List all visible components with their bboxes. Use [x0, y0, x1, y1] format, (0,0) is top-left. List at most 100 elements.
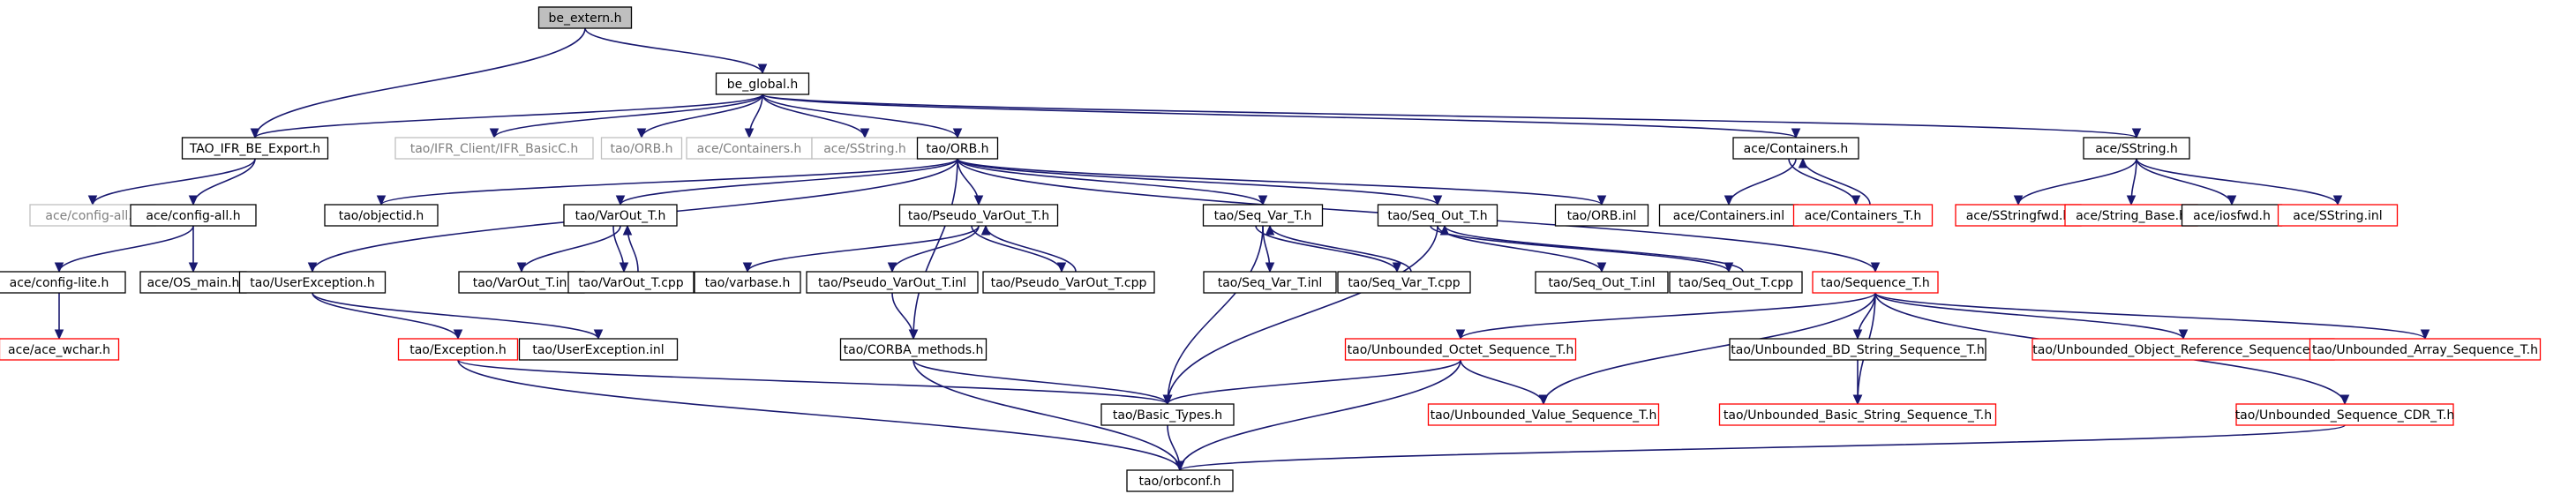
- node-box-tao_seq_var_t: [1202, 204, 1324, 227]
- node-tao_unbounded_bd_string[interactable]: tao/Unbounded_BD_String_Sequence_T.h: [1729, 338, 1986, 361]
- arrowhead-tao_seq_out_t-to-tao_seq_out_t_inl: [1596, 262, 1607, 273]
- arrowhead-tao_orb-to-tao_varout_t: [615, 195, 626, 206]
- node-label-tao_varbase: tao/varbase.h: [705, 276, 791, 290]
- node-box-tao_seq_out_t: [1377, 204, 1498, 227]
- node-ace_containers[interactable]: ace/Containers.h: [1732, 137, 1859, 160]
- edge-tao_pseudo_varout_t-to-tao_varbase: [747, 225, 980, 273]
- node-ace_config_lite[interactable]: ace/config-lite.h: [0, 271, 126, 294]
- node-box-tao_sequence_t: [1812, 271, 1939, 294]
- node-tao_varout_t_inl[interactable]: tao/VarOut_T.inl: [458, 271, 585, 294]
- node-box-tao_varbase: [694, 271, 801, 294]
- node-tao_orb_inl[interactable]: tao/ORB.inl: [1554, 204, 1649, 227]
- node-tao_unbounded_basic_string[interactable]: tao/Unbounded_Basic_String_Sequence_T.h: [1718, 403, 1997, 426]
- node-ace_ace_wchar[interactable]: ace/ace_wchar.h: [0, 338, 120, 361]
- node-tao_unbounded_array[interactable]: tao/Unbounded_Array_Sequence_T.h: [2309, 338, 2542, 361]
- node-label-ace_ace_wchar: ace/ace_wchar.h: [8, 343, 110, 357]
- arrowhead-tao_pseudo_varout_t-to-tao_pseudo_varout_t_inl: [887, 262, 897, 273]
- node-label-ace_containers_t: ace/Containers_T.h: [1805, 209, 1922, 223]
- dependency-arrowheads: [54, 64, 2430, 472]
- node-tao_userexception_inl[interactable]: tao/UserException.inl: [518, 338, 679, 361]
- node-tao_pseudo_varout_t_cpp[interactable]: tao/Pseudo_VarOut_T.cpp: [982, 271, 1155, 294]
- edge-tao_unbounded_octet-to-tao_unbounded_value: [1460, 359, 1544, 405]
- node-tao_ifr_be_export[interactable]: TAO_IFR_BE_Export.h: [181, 137, 329, 160]
- node-box-tao_corba_methods: [839, 338, 988, 361]
- node-tao_corba_methods[interactable]: tao/CORBA_methods.h: [839, 338, 988, 361]
- node-tao_objectid[interactable]: tao/objectid.h: [324, 204, 439, 227]
- node-tao_varbase[interactable]: tao/varbase.h: [694, 271, 801, 294]
- node-box-ace_config_lite: [0, 271, 126, 294]
- node-box-ace_containers_inl: [1658, 204, 1799, 227]
- edge-ace_sstring-to-ace_iosfwd: [2136, 158, 2233, 206]
- edge-tao_sequence_t-to-tao_unbounded_value: [1543, 292, 1876, 405]
- node-tao_userexception[interactable]: tao/UserException.h: [238, 271, 387, 294]
- node-ace_containers_inl[interactable]: ace/Containers.inl: [1658, 204, 1799, 227]
- node-ace_string_base[interactable]: ace/String_Base.h: [2064, 204, 2198, 227]
- node-tao_orbconf[interactable]: tao/orbconf.h: [1126, 469, 1234, 492]
- edge-ace_containers_t-to-ace_containers: [1802, 158, 1871, 206]
- node-box-tao_unbounded_octet: [1344, 338, 1577, 361]
- node-tao_seq_out_t_cpp[interactable]: tao/Seq_Out_T.cpp: [1669, 271, 1803, 294]
- edge-be_global-to-ace_sstring_plain: [762, 94, 866, 138]
- arrowhead-tao_orb-to-tao_userexception: [307, 262, 318, 273]
- node-tao_seq_out_t[interactable]: tao/Seq_Out_T.h: [1377, 204, 1498, 227]
- node-tao_seq_var_t[interactable]: tao/Seq_Var_T.h: [1202, 204, 1324, 227]
- node-ace_containers_t[interactable]: ace/Containers_T.h: [1792, 204, 1934, 227]
- node-box-tao_seq_var_t_inl: [1203, 271, 1337, 294]
- edge-tao_sequence_t-to-tao_unbounded_array: [1874, 292, 2426, 340]
- node-tao_varout_t_cpp[interactable]: tao/VarOut_T.cpp: [567, 271, 695, 294]
- arrowhead-tao_seq_out_t-to-tao_seq_out_t_cpp: [1724, 262, 1734, 273]
- node-tao_pseudo_varout_t[interactable]: tao/Pseudo_VarOut_T.h: [898, 204, 1059, 227]
- node-label-ace_sstringfwd: ace/SStringfwd.h: [1966, 209, 2071, 223]
- node-label-tao_objectid: tao/objectid.h: [339, 209, 424, 223]
- edge-be_global-to-tao_ifr_be_export: [254, 94, 763, 138]
- node-ace_os_main[interactable]: ace/OS_main.h: [139, 271, 247, 294]
- node-label-ace_config_all_ext: ace/config-all.h: [45, 209, 139, 223]
- node-tao_varout_t[interactable]: tao/VarOut_T.h: [563, 204, 678, 227]
- node-box-tao_unbounded_basic_string: [1718, 403, 1997, 426]
- node-box-ace_iosfwd: [2181, 204, 2283, 227]
- node-tao_orb[interactable]: tao/ORB.h: [916, 137, 999, 160]
- node-box-tao_unbounded_objref: [2032, 338, 2335, 361]
- node-tao_unbounded_cdr[interactable]: tao/Unbounded_Sequence_CDR_T.h: [2235, 403, 2455, 426]
- node-box-tao_seq_out_t_cpp: [1669, 271, 1803, 294]
- node-tao_seq_out_t_inl[interactable]: tao/Seq_Out_T.inl: [1535, 271, 1669, 294]
- node-ace_sstringfwd[interactable]: ace/SStringfwd.h: [1955, 204, 2082, 227]
- edge-tao_unbounded_cdr-to-tao_orbconf: [1179, 424, 2346, 471]
- arrowhead-tao_ifr_be_export-to-ace_config_all_ext: [87, 195, 98, 206]
- node-tao_sequence_t[interactable]: tao/Sequence_T.h: [1812, 271, 1939, 294]
- node-label-tao_unbounded_cdr: tao/Unbounded_Sequence_CDR_T.h: [2235, 408, 2455, 423]
- node-label-tao_orb: tao/ORB.h: [926, 142, 988, 156]
- node-tao_unbounded_value[interactable]: tao/Unbounded_Value_Sequence_T.h: [1427, 403, 1660, 426]
- node-label-tao_userexception: tao/UserException.h: [250, 276, 374, 290]
- node-ace_containers_plain: ace/Containers.h: [686, 137, 813, 160]
- node-ace_config_all[interactable]: ace/config-all.h: [130, 204, 257, 227]
- node-tao_seq_var_t_inl[interactable]: tao/Seq_Var_T.inl: [1203, 271, 1337, 294]
- node-tao_unbounded_octet[interactable]: tao/Unbounded_Octet_Sequence_T.h: [1344, 338, 1577, 361]
- edge-tao_seq_out_t-to-tao_basic_types: [1167, 225, 1438, 405]
- node-ace_iosfwd[interactable]: ace/iosfwd.h: [2181, 204, 2283, 227]
- node-ace_sstring_plain: ace/SString.h: [811, 137, 919, 160]
- node-label-ace_sstring: ace/SString.h: [2095, 142, 2178, 156]
- edge-tao_orb-to-tao_seq_out_t: [957, 158, 1438, 206]
- arrowhead-tao_userexception-to-tao_exception: [453, 329, 463, 341]
- node-ace_sstring[interactable]: ace/SString.h: [2083, 137, 2190, 160]
- node-box-tao_userexception_inl: [518, 338, 679, 361]
- node-tao_seq_var_t_cpp[interactable]: tao/Seq_Var_T.cpp: [1337, 271, 1471, 294]
- node-tao_basic_types[interactable]: tao/Basic_Types.h: [1100, 403, 1235, 426]
- edge-be_global-to-tao_orb: [762, 94, 958, 138]
- node-tao_pseudo_varout_t_inl[interactable]: tao/Pseudo_VarOut_T.inl: [806, 271, 979, 294]
- node-label-tao_sequence_t: tao/Sequence_T.h: [1821, 276, 1930, 290]
- node-box-be_extern: [537, 6, 633, 29]
- edge-tao_unbounded_octet-to-tao_orbconf: [1179, 359, 1461, 471]
- node-label-tao_pseudo_varout_t_cpp: tao/Pseudo_VarOut_T.cpp: [991, 276, 1147, 290]
- arrowhead-tao_seq_var_t-to-tao_seq_var_t_inl: [1265, 262, 1275, 273]
- edge-tao_varout_t-to-tao_varout_t_inl: [521, 225, 621, 273]
- node-ace_sstring_inl[interactable]: ace/SString.inl: [2277, 204, 2399, 227]
- node-tao_exception[interactable]: tao/Exception.h: [397, 338, 519, 361]
- arrowhead-be_global-to-ace_sstring_plain: [860, 128, 870, 139]
- node-label-be_extern: be_extern.h: [549, 11, 622, 26]
- node-be_extern[interactable]: be_extern.h: [537, 6, 633, 29]
- node-box-tao_ifr_be_export: [181, 137, 329, 160]
- node-be_global[interactable]: be_global.h: [715, 72, 810, 95]
- node-tao_unbounded_objref[interactable]: tao/Unbounded_Object_Reference_Sequence_…: [2032, 338, 2335, 361]
